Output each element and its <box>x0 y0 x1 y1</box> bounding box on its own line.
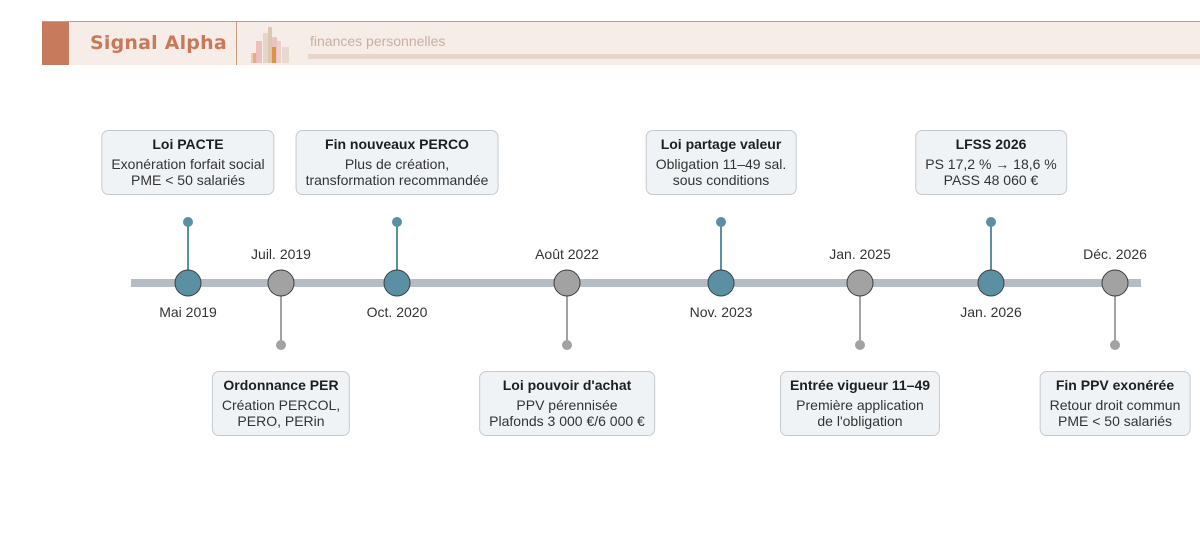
timeline-node[interactable] <box>267 269 295 297</box>
event-date-label: Juil. 2019 <box>251 246 311 262</box>
event-title: LFSS 2026 <box>955 136 1027 152</box>
event-date-label: Nov. 2023 <box>689 304 753 320</box>
event-connector <box>187 222 189 283</box>
event-date-label: Août 2022 <box>535 246 599 262</box>
header-rule <box>308 54 1200 59</box>
connector-end-dot <box>183 217 193 227</box>
connector-end-dot <box>986 217 996 227</box>
event-connector <box>720 222 722 283</box>
event-date-label: Jan. 2025 <box>829 246 891 262</box>
event-card: Fin nouveaux PERCO Plus de création,trans… <box>295 130 499 195</box>
connector-end-dot <box>392 217 402 227</box>
event-title: Loi PACTE <box>152 136 224 152</box>
connector-end-dot <box>1110 340 1120 350</box>
event-title: Loi pouvoir d'achat <box>502 377 632 393</box>
timeline-axis <box>131 279 1141 287</box>
timeline-node[interactable] <box>977 269 1005 297</box>
event-title: Entrée vigueur 11–49 <box>789 377 931 393</box>
timeline-node[interactable] <box>707 269 735 297</box>
header-divider <box>236 22 237 65</box>
event-connector <box>566 283 568 345</box>
brand-title: Signal Alpha <box>90 32 227 54</box>
timeline-node[interactable] <box>846 269 874 297</box>
brand-accent-block <box>42 22 69 65</box>
brand-subtitle: finances personnelles <box>310 33 446 49</box>
event-connector <box>990 222 992 283</box>
event-title: Fin PPV exonérée <box>1055 377 1175 393</box>
event-description-line: PME < 50 salariés <box>1058 413 1172 429</box>
event-date-label: Jan. 2026 <box>960 304 1022 320</box>
event-description-line: transformation recommandée <box>305 172 489 188</box>
event-connector <box>396 222 398 283</box>
timeline-node[interactable] <box>174 269 202 297</box>
event-connector <box>280 283 282 345</box>
timeline-node[interactable] <box>1101 269 1129 297</box>
timeline-node[interactable] <box>553 269 581 297</box>
event-title: Ordonnance PER <box>223 377 339 393</box>
event-description-line: PERO, PERin <box>237 413 325 429</box>
event-title: Fin nouveaux PERCO <box>325 136 469 152</box>
event-description-line: PASS 48 060 € <box>943 172 1039 188</box>
event-description-line: PS 17,2 % → 18,6 % <box>925 156 1057 172</box>
event-description-line: sous conditions <box>672 172 770 188</box>
event-description-line: Obligation 11–49 sal. <box>655 156 787 172</box>
event-connector <box>1114 283 1116 345</box>
connector-end-dot <box>276 340 286 350</box>
timeline-node[interactable] <box>383 269 411 297</box>
event-card: LFSS 2026 PS 17,2 % → 18,6 %PASS 48 060 € <box>915 130 1067 195</box>
event-description-line: Retour droit commun <box>1049 397 1181 413</box>
event-description-line: Première application <box>796 397 924 413</box>
event-description-line: de l'obligation <box>817 413 903 429</box>
event-description-line: Plafonds 3 000 €/6 000 € <box>489 413 645 429</box>
event-title: Loi partage valeur <box>660 136 782 152</box>
event-description-line: PME < 50 salariés <box>131 172 245 188</box>
event-date-label: Oct. 2020 <box>366 304 428 320</box>
event-description-line: Création PERCOL, <box>221 397 341 413</box>
event-description-line: PPV pérennisée <box>516 397 618 413</box>
connector-end-dot <box>855 340 865 350</box>
event-description-line: Plus de création, <box>344 156 450 172</box>
event-description-line: Exonération forfait social <box>111 156 265 172</box>
event-connector <box>859 283 861 345</box>
event-date-label: Mai 2019 <box>159 304 217 320</box>
bar-chart-logo-icon <box>251 27 289 63</box>
header-banner: Signal Alpha finances personnelles <box>42 21 1200 65</box>
connector-end-dot <box>562 340 572 350</box>
event-date-label: Déc. 2026 <box>1083 246 1147 262</box>
connector-end-dot <box>716 217 726 227</box>
event-card: Ordonnance PER Création PERCOL,PERO, PERi… <box>211 371 351 436</box>
